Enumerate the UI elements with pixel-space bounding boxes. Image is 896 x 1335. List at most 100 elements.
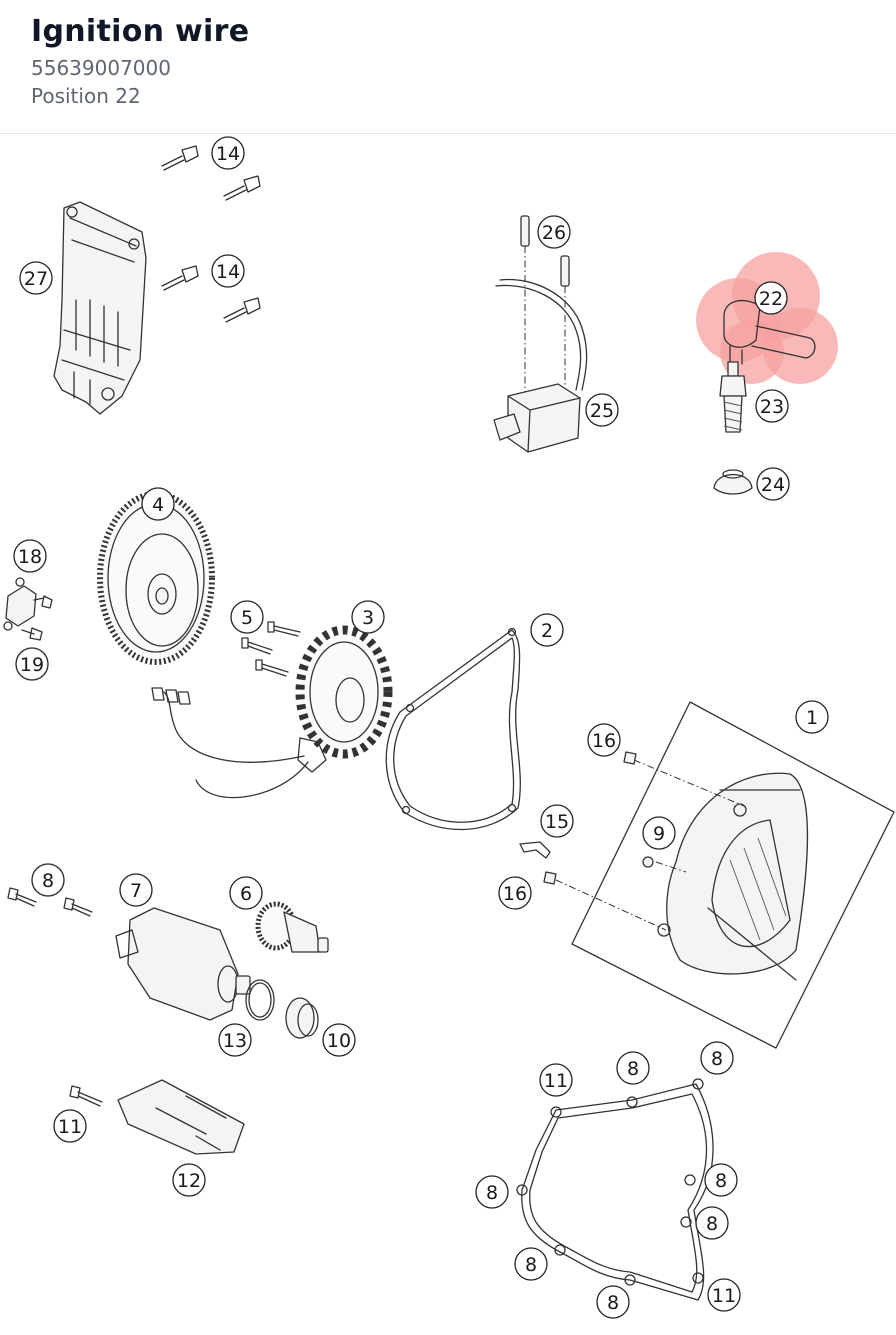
callout-number: 7	[130, 880, 142, 902]
callout-8[interactable]: 8	[31, 863, 65, 897]
callout-number: 8	[706, 1213, 718, 1235]
callout-16[interactable]: 16	[587, 723, 621, 757]
callout-22[interactable]: 22	[754, 281, 788, 315]
part-25-ignition-coil[interactable]	[493, 278, 588, 453]
part-11-bolt[interactable]	[69, 1085, 103, 1107]
callout-number: 11	[544, 1070, 568, 1092]
callout-number: 23	[760, 396, 784, 418]
part-6-gear[interactable]	[255, 901, 329, 953]
callout-number: 14	[216, 143, 240, 165]
callout-15[interactable]: 15	[540, 804, 574, 838]
position-22-highlight	[696, 252, 838, 384]
callout-number: 26	[542, 222, 566, 244]
part-7-starter-motor[interactable]	[115, 907, 251, 1021]
callout-number: 13	[223, 1030, 247, 1052]
part-15-clip[interactable]	[519, 841, 551, 859]
callout-number: 8	[607, 1292, 619, 1314]
callout-number: 2	[541, 620, 553, 642]
callout-8[interactable]: 8	[514, 1247, 548, 1281]
part-16-pin-lower[interactable]	[543, 871, 557, 885]
callout-4[interactable]: 4	[141, 487, 175, 521]
part-1-ignition-cover[interactable]	[571, 701, 895, 1049]
part-13-o-ring[interactable]	[245, 979, 275, 1021]
callout-number: 10	[327, 1030, 351, 1052]
callout-8[interactable]: 8	[475, 1175, 509, 1209]
position-label: Position 22	[31, 84, 141, 108]
part-23-spark-plug[interactable]	[719, 361, 747, 433]
callout-9[interactable]: 9	[642, 816, 676, 850]
part-19-bolt[interactable]	[21, 627, 43, 641]
callout-number: 8	[42, 870, 54, 892]
callout-11[interactable]: 11	[539, 1063, 573, 1097]
callout-11[interactable]: 11	[707, 1278, 741, 1312]
part-22-ignition-wire[interactable]	[723, 299, 816, 365]
callout-13[interactable]: 13	[218, 1023, 252, 1057]
callout-7[interactable]: 7	[119, 873, 153, 907]
callout-12[interactable]: 12	[172, 1163, 206, 1197]
callout-number: 16	[503, 883, 527, 905]
callout-14[interactable]: 14	[211, 254, 245, 288]
callout-10[interactable]: 10	[322, 1023, 356, 1057]
part-number: 55639007000	[31, 56, 171, 80]
part-18-sensor[interactable]	[3, 577, 53, 631]
callout-6[interactable]: 6	[229, 876, 263, 910]
callout-number: 25	[590, 400, 614, 422]
callout-number: 6	[240, 883, 252, 905]
part-2-gasket[interactable]	[385, 627, 521, 831]
callout-number: 4	[152, 494, 164, 516]
part-26-screws[interactable]	[520, 215, 570, 400]
callout-number: 24	[761, 474, 785, 496]
part-16-pin[interactable]	[623, 751, 637, 765]
callout-number: 22	[759, 288, 783, 310]
part-24-seal[interactable]	[713, 469, 753, 495]
callout-number: 18	[18, 546, 42, 568]
callout-number: 12	[177, 1170, 201, 1192]
callout-5[interactable]: 5	[230, 600, 264, 634]
exploded-parts-diagram: 14 14 27 26 25 22 23 24 4 18 19 5 3 2 1 16 9 15 16 8 7 6 13 10 1…	[3, 136, 895, 1319]
part-10-bushing[interactable]	[285, 997, 319, 1039]
callout-16[interactable]: 16	[498, 876, 532, 910]
part-8-bolts[interactable]	[7, 887, 93, 917]
callout-8[interactable]: 8	[704, 1163, 738, 1197]
callout-26[interactable]: 26	[537, 215, 571, 249]
callout-25[interactable]: 25	[585, 393, 619, 427]
callout-number: 8	[525, 1254, 537, 1276]
callout-19[interactable]: 19	[15, 647, 49, 681]
callout-8[interactable]: 8	[700, 1041, 734, 1075]
callout-number: 19	[20, 654, 44, 676]
callout-number: 27	[24, 268, 48, 290]
callout-23[interactable]: 23	[755, 389, 789, 423]
callout-number: 8	[711, 1048, 723, 1070]
part-27-control-unit[interactable]	[53, 201, 147, 415]
callout-number: 16	[592, 730, 616, 752]
callout-number: 11	[712, 1285, 736, 1307]
callout-27[interactable]: 27	[19, 261, 53, 295]
callout-number: 11	[58, 1116, 82, 1138]
part-9-nut[interactable]	[642, 856, 654, 868]
part-12-starter-cover[interactable]	[117, 1079, 245, 1155]
callout-8[interactable]: 8	[596, 1285, 630, 1319]
callout-18[interactable]: 18	[13, 539, 47, 573]
part-14-bolts[interactable]	[161, 145, 261, 323]
large-outer-gasket[interactable]	[516, 1078, 714, 1301]
part-3-stator[interactable]	[151, 625, 393, 799]
callout-2[interactable]: 2	[530, 613, 564, 647]
callout-number: 9	[653, 823, 665, 845]
callout-number: 8	[627, 1058, 639, 1080]
callout-number: 8	[715, 1170, 727, 1192]
callout-number: 8	[486, 1182, 498, 1204]
callout-1[interactable]: 1	[795, 700, 829, 734]
part-header: Ignition wire 55639007000 Position 22	[0, 0, 896, 134]
callout-8[interactable]: 8	[695, 1206, 729, 1240]
callout-24[interactable]: 24	[756, 467, 790, 501]
callout-number: 15	[545, 811, 569, 833]
callout-14[interactable]: 14	[211, 136, 245, 170]
part-5-screws[interactable]	[241, 621, 301, 677]
callout-number: 14	[216, 261, 240, 283]
callout-11[interactable]: 11	[53, 1109, 87, 1143]
callout-3[interactable]: 3	[351, 600, 385, 634]
callout-number: 5	[241, 607, 253, 629]
callout-8[interactable]: 8	[616, 1051, 650, 1085]
part-title: Ignition wire	[31, 14, 250, 49]
callout-number: 3	[362, 607, 374, 629]
